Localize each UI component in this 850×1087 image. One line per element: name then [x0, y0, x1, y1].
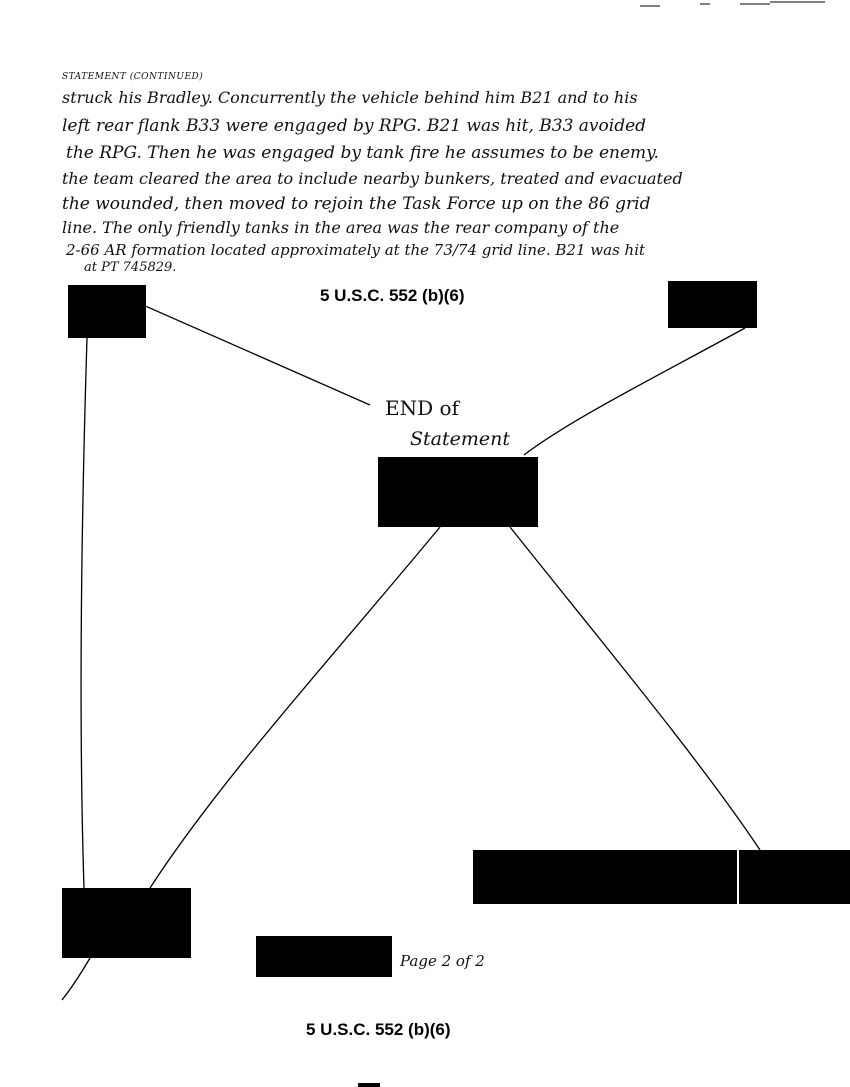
- statement-line: the wounded, then moved to rejoin the Ta…: [62, 194, 651, 214]
- page-number-note: Page 2 of 2: [400, 952, 485, 970]
- statement-line: struck his Bradley. Concurrently the veh…: [62, 88, 638, 107]
- statement-header: STATEMENT (CONTINUED): [62, 72, 204, 82]
- end-note-line1: END of: [385, 396, 459, 420]
- redaction-box: [378, 457, 538, 527]
- redaction-box: [68, 285, 146, 338]
- statement-line: left rear flank B33 were engaged by RPG.…: [62, 116, 647, 136]
- redaction-box: [62, 888, 191, 958]
- exemption-stamp-bottom: 5 U.S.C. 552 (b)(6): [306, 1020, 451, 1039]
- redaction-box: [358, 1083, 380, 1087]
- end-note-line2: Statement: [410, 428, 510, 450]
- redaction-box: [739, 850, 850, 904]
- redaction-box: [256, 936, 392, 977]
- redaction-box: [473, 850, 737, 904]
- statement-line: line. The only friendly tanks in the are…: [62, 218, 620, 237]
- statement-line: the RPG. Then he was engaged by tank fir…: [66, 143, 659, 163]
- statement-line: 2-66 AR formation located approximately …: [66, 241, 646, 259]
- redaction-box: [668, 281, 757, 328]
- statement-line: at PT 745829.: [84, 260, 177, 275]
- statement-line: the team cleared the area to include nea…: [62, 169, 683, 188]
- exemption-stamp-top: 5 U.S.C. 552 (b)(6): [320, 286, 465, 305]
